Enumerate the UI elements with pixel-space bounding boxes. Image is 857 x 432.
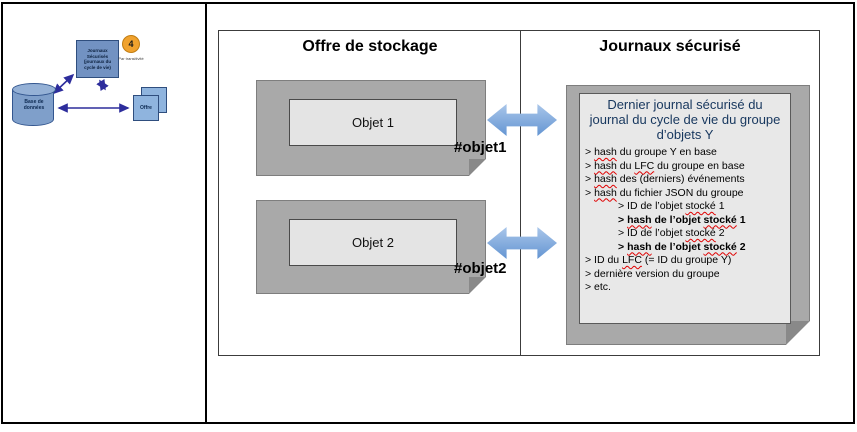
database-label: Base de données — [23, 99, 45, 111]
journal-mini-label: Journaux Sécurisés (journaux du cycle de… — [83, 48, 112, 70]
journal-line: > etc. — [585, 281, 611, 293]
arrow-db-journal — [52, 73, 75, 95]
journal-mini-box: Journaux Sécurisés (journaux du cycle de… — [76, 40, 119, 78]
right-column-title: Journaux sécurisé — [599, 38, 741, 55]
database-cylinder-icon: Base de données — [12, 83, 56, 126]
thumbnail-arrows — [52, 73, 130, 113]
journal-panel: Dernier journal sécurisé du journal du c… — [579, 93, 791, 324]
column-divider — [520, 31, 521, 355]
journal-line: > ID de l’objet stocké 1 — [618, 200, 725, 212]
journal-line: > hash du groupe Y en base — [585, 146, 717, 158]
journal-line: > hash des (derniers) événements — [585, 173, 745, 185]
offre-stack-front: Offre — [133, 95, 159, 121]
page-border — [1, 2, 855, 424]
journal-line: > ID de l’objet stocké 2 — [618, 227, 725, 239]
object-2-box: Objet 2 — [289, 219, 457, 266]
object-1-label: Objet 1 — [352, 115, 394, 130]
journal-note: Dernier journal sécurisé du journal du c… — [566, 85, 810, 345]
journal-lines: > hash du groupe Y en base> hash du LFC … — [580, 144, 790, 295]
step-badge: 4 — [122, 35, 140, 53]
step-badge-caption: Par transitivité — [118, 56, 144, 61]
object-1-box: Objet 1 — [289, 99, 457, 146]
journal-line: > dernière version du groupe — [585, 267, 720, 280]
object-2-label: Objet 2 — [352, 235, 394, 250]
journal-line: > ID du LFC (= ID du groupe Y) — [585, 254, 732, 266]
journal-line: > hash de l’objet stocké 2 — [618, 240, 746, 253]
left-column-title: Offre de stockage — [302, 38, 438, 55]
object-1-hash-tag: #objet1 — [454, 139, 507, 156]
diagram-frame — [218, 30, 820, 356]
arrow-journal-offre — [96, 78, 109, 92]
journal-line: > hash de l’objet stocké 1 — [618, 213, 746, 226]
overview-thumbnail[interactable]: Base de données Journaux Sécurisés (jour… — [3, 4, 205, 422]
object-2-hash-tag: #objet2 — [454, 260, 507, 277]
journal-line: > hash du fichier JSON du groupe — [585, 186, 744, 199]
panel-divider — [205, 2, 207, 424]
offre-label: Offre — [140, 105, 152, 111]
journal-line: > hash du LFC du groupe en base — [585, 159, 745, 172]
journal-title: Dernier journal sécurisé du journal du c… — [589, 97, 781, 142]
